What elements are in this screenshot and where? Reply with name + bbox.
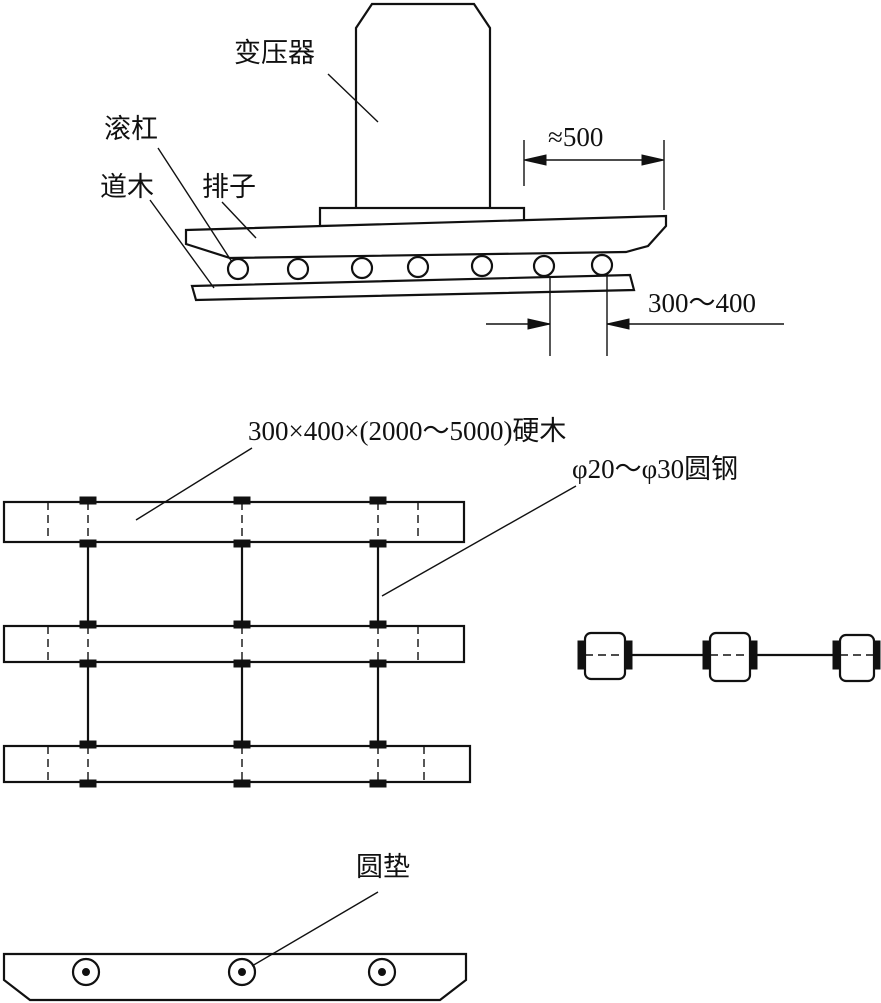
rollers bbox=[226, 253, 614, 281]
hardwood-beam bbox=[2, 744, 472, 784]
dimension-300-400 bbox=[486, 276, 784, 356]
leader-roller bbox=[157, 147, 233, 263]
label-round-pad: 圆垫 bbox=[356, 852, 410, 883]
label-round-steel: φ20～φ30圆钢 bbox=[572, 454, 738, 484]
dimension-500 bbox=[523, 140, 665, 210]
end-block bbox=[702, 631, 758, 683]
label-sledge: 排子 bbox=[202, 172, 256, 203]
end-view bbox=[577, 631, 881, 683]
roller bbox=[350, 256, 374, 280]
roller bbox=[226, 257, 250, 281]
roller bbox=[406, 255, 430, 279]
round-pads bbox=[71, 957, 397, 987]
leader-sledge bbox=[221, 201, 257, 239]
rod-nuts bbox=[79, 496, 387, 788]
label-roller: 滚杠 bbox=[104, 114, 158, 145]
leader-round-pad bbox=[251, 891, 379, 967]
leader-transformer bbox=[327, 73, 379, 123]
hardwood-beam bbox=[2, 624, 466, 664]
label-transformer: 变压器 bbox=[234, 38, 315, 69]
roller bbox=[590, 253, 614, 277]
label-300-400: 300～400 bbox=[648, 288, 756, 318]
front-view: 圆垫 bbox=[2, 852, 468, 1002]
leader-hardwood bbox=[135, 447, 253, 521]
roller bbox=[286, 257, 310, 281]
end-block bbox=[577, 631, 633, 681]
leader-round-steel bbox=[381, 485, 577, 597]
end-block bbox=[832, 633, 881, 683]
label-approx-500: ≈500 bbox=[548, 122, 603, 152]
roller bbox=[470, 254, 494, 278]
roller bbox=[532, 254, 556, 278]
label-hardwood: 300×400×(2000～5000)硬木 bbox=[248, 416, 566, 446]
hardwood-beam bbox=[2, 500, 466, 544]
sleeper bbox=[190, 273, 636, 302]
transformer-body bbox=[354, 2, 492, 208]
leader-sleeper bbox=[149, 199, 215, 289]
label-sleeper: 道木 bbox=[100, 172, 154, 203]
side-view: 变压器 滚杠 道木 排子 ≈500 300～400 bbox=[100, 2, 784, 356]
sledge bbox=[184, 214, 668, 260]
plan-view: 300×400×(2000～5000)硬木 φ20～φ30圆钢 bbox=[2, 416, 738, 788]
